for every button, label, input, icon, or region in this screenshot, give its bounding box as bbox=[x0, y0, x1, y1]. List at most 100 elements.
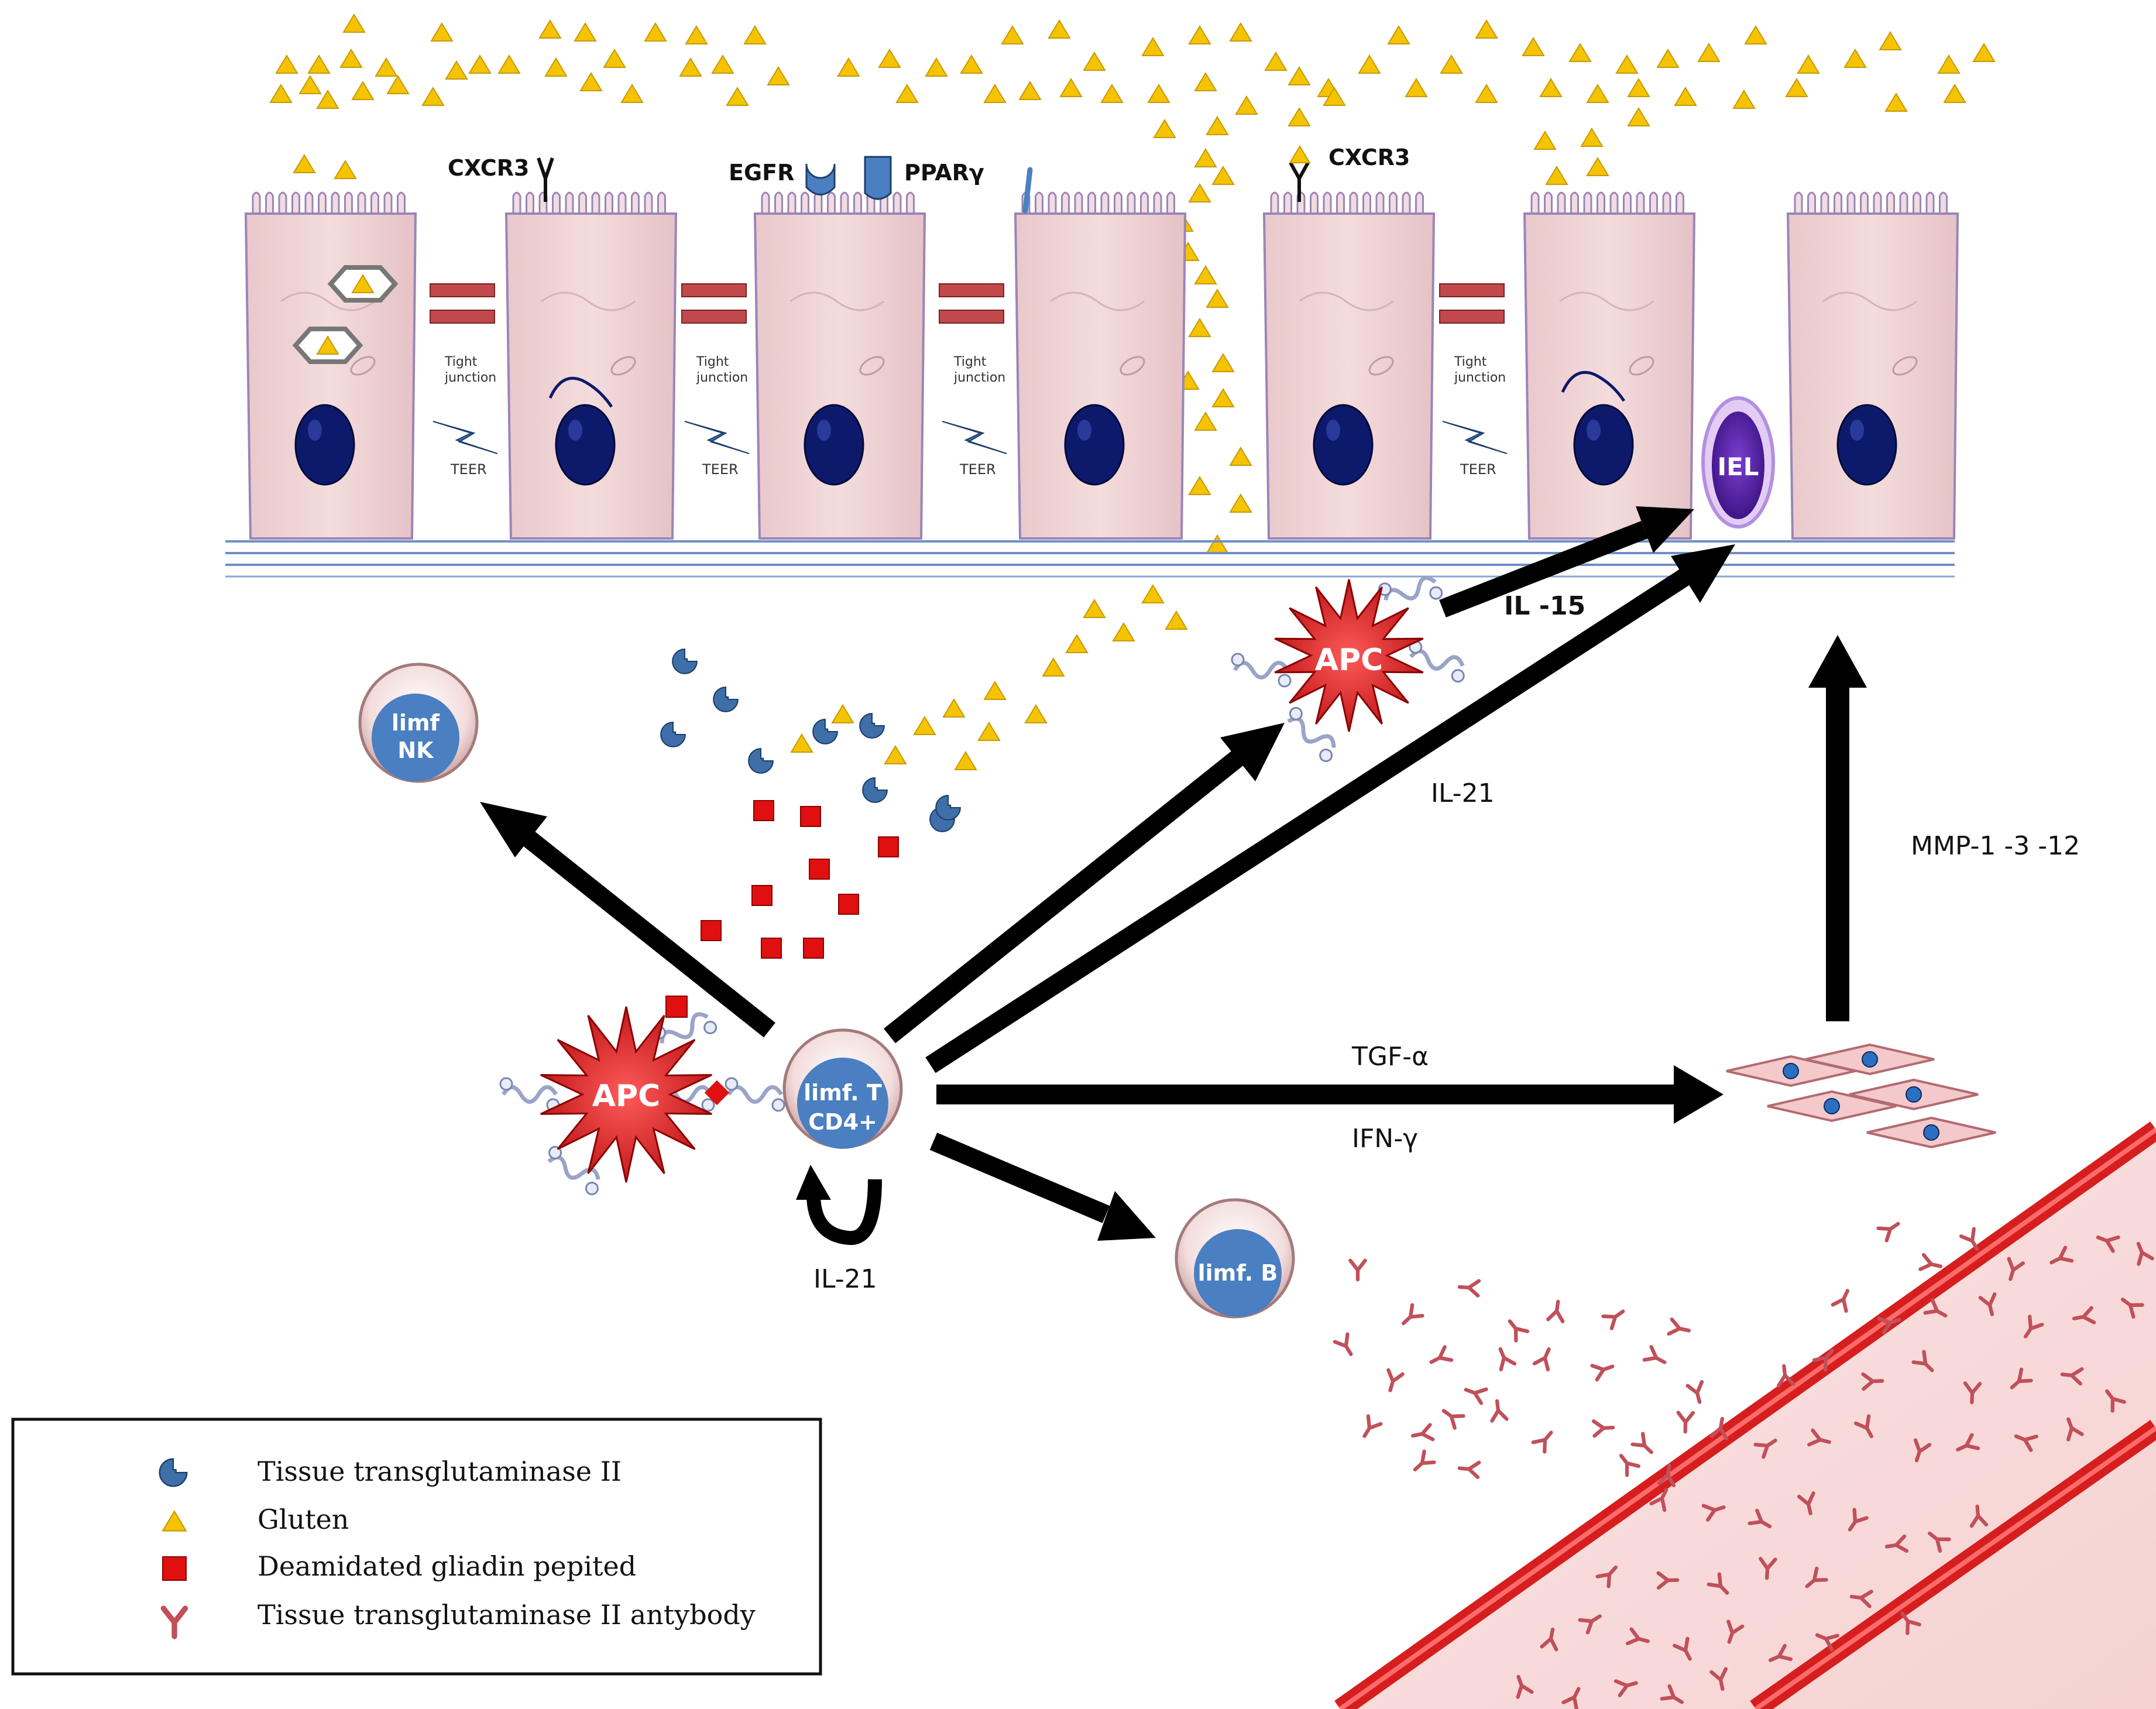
cell-body bbox=[1014, 212, 1187, 540]
tight-junction-label: junction bbox=[953, 370, 1005, 385]
gluten-particle-icon bbox=[685, 26, 708, 44]
mhc-receptor bbox=[1378, 575, 1443, 601]
t-lymphocyte: limf. T CD4+ bbox=[782, 1028, 903, 1149]
antibody-particle-icon bbox=[1410, 1451, 1434, 1475]
epithelial-cell bbox=[1523, 191, 1696, 540]
nucleus bbox=[555, 404, 616, 486]
transglutaminase-particles bbox=[660, 648, 961, 832]
tight-junction-label: junction bbox=[1454, 370, 1506, 385]
gluten-particle-icon bbox=[960, 55, 983, 74]
gluten-particle-icon bbox=[1288, 108, 1310, 126]
il21-loop-arrow bbox=[806, 1179, 882, 1245]
gluten-particle-icon bbox=[744, 26, 766, 44]
antibody-particle-icon bbox=[1592, 1360, 1615, 1379]
nucleus bbox=[1573, 404, 1634, 486]
legend: Tissue transglutaminase II Gluten Deamid… bbox=[11, 1418, 822, 1676]
gluten-particle-icon bbox=[1475, 20, 1498, 39]
arrow-t-to-iel-head bbox=[1671, 544, 1735, 603]
gliadin-particle-icon bbox=[878, 836, 899, 857]
gluten-particle-icon bbox=[1189, 26, 1211, 44]
antibody-particle-icon bbox=[1494, 1346, 1515, 1370]
apc-upper-receptors bbox=[1231, 575, 1465, 763]
gluten-particle-icon bbox=[1358, 55, 1381, 74]
gluten-particle-icon bbox=[1879, 32, 1901, 50]
tight-junction-label: Tight bbox=[444, 355, 478, 369]
arrow-fibroblasts-to-epithelium-head bbox=[1808, 635, 1867, 688]
gluten-particle-icon bbox=[1230, 447, 1252, 466]
gluten-particle-icon bbox=[1546, 166, 1568, 185]
antibody-particle-icon bbox=[1428, 1347, 1451, 1368]
gluten-particle-icon bbox=[1405, 78, 1427, 97]
arrow-t-to-b bbox=[929, 1133, 1110, 1223]
legend-label-gluten: Gluten bbox=[258, 1504, 349, 1535]
legend-item-transglutaminase: Tissue transglutaminase II bbox=[159, 1456, 622, 1487]
microvilli bbox=[1270, 191, 1424, 214]
nucleus bbox=[294, 404, 355, 486]
microvilli bbox=[1794, 191, 1948, 214]
mhc-receptor-arm bbox=[726, 1085, 784, 1104]
gluten-particle-icon bbox=[299, 76, 321, 94]
transglutaminase-particle-icon bbox=[660, 722, 686, 747]
nk-lymphocyte: limf NK bbox=[358, 663, 479, 783]
mhc-receptor-node bbox=[1278, 674, 1292, 688]
gluten-particle-icon bbox=[791, 734, 813, 753]
antibody-particle-icon bbox=[1548, 1300, 1565, 1322]
organelle bbox=[280, 291, 375, 311]
antibody-particle-icon bbox=[1399, 1305, 1423, 1329]
gluten-particle-icon bbox=[1235, 96, 1258, 115]
teer-label: TEER bbox=[959, 461, 996, 478]
arrow-t-to-nk bbox=[521, 829, 775, 1038]
antibody-particle-icon bbox=[1358, 1416, 1381, 1440]
gluten-particle-icon bbox=[1230, 23, 1252, 42]
gluten-particle-icon bbox=[375, 58, 397, 77]
gluten-particle-icon bbox=[1540, 78, 1562, 97]
b-lymphocyte: limf. B bbox=[1175, 1198, 1295, 1319]
gluten-particle-icon bbox=[832, 705, 854, 723]
gluten-particle-icon bbox=[978, 722, 1000, 741]
gluten-particle-icon bbox=[1083, 52, 1106, 71]
gluten-particle-icon bbox=[431, 23, 453, 42]
fibroblast-nucleus bbox=[1923, 1124, 1939, 1141]
ppar-label: PPARγ bbox=[904, 160, 984, 186]
cxcr3-label-left: CXCR3 bbox=[448, 155, 529, 181]
gliadin-particle-icon bbox=[751, 885, 773, 906]
epithelial-cell bbox=[244, 191, 417, 540]
gluten-particle-icon bbox=[1066, 634, 1088, 653]
iel-label: IEL bbox=[1717, 452, 1759, 481]
teer-label: TEER bbox=[702, 461, 739, 478]
teer-label: TEER bbox=[450, 461, 487, 478]
cell-body bbox=[244, 212, 417, 540]
gluten-particle-icon bbox=[925, 58, 947, 77]
il21-upper-label: IL-21 bbox=[1431, 778, 1495, 808]
mitochondrion bbox=[1629, 356, 1654, 376]
gluten-particle-icon bbox=[1142, 37, 1164, 56]
antibody-particle-icon bbox=[1504, 1316, 1527, 1340]
gliadin-particle-icon bbox=[761, 938, 782, 959]
gluten-particle-icon bbox=[308, 55, 330, 74]
transglutaminase-particle-icon bbox=[748, 748, 774, 774]
il21-loop-arrow-head bbox=[796, 1165, 831, 1200]
mitochondrion bbox=[1368, 356, 1394, 376]
gluten-particle-icon bbox=[1440, 55, 1462, 74]
gliadin-particle-icon bbox=[753, 800, 774, 821]
mhc-receptor bbox=[1409, 640, 1465, 683]
teer-icon bbox=[432, 421, 498, 454]
nucleus-highlight bbox=[1326, 420, 1340, 441]
mhc-receptor bbox=[547, 1145, 600, 1196]
tight-junction-bar bbox=[1439, 283, 1505, 297]
microvilli bbox=[252, 191, 406, 214]
gliadin-particle-icon bbox=[800, 806, 821, 827]
gluten-particle-icon bbox=[545, 58, 567, 77]
gluten-particle-icon bbox=[387, 76, 409, 94]
tgf-label: TGF-α bbox=[1351, 1042, 1429, 1072]
teer-icon bbox=[1442, 421, 1508, 454]
gluten-particle-icon bbox=[1148, 84, 1170, 103]
gluten-particle-icon bbox=[878, 49, 901, 68]
nk-label-line2: NK bbox=[397, 737, 434, 763]
antibody-particle-icon bbox=[1533, 1427, 1557, 1451]
cell-body bbox=[1262, 212, 1436, 540]
apc-lower: APC bbox=[499, 996, 785, 1196]
nucleus-highlight bbox=[817, 420, 831, 441]
gluten-particle-icon bbox=[498, 55, 520, 74]
gliadin-particle-icon bbox=[809, 859, 830, 880]
